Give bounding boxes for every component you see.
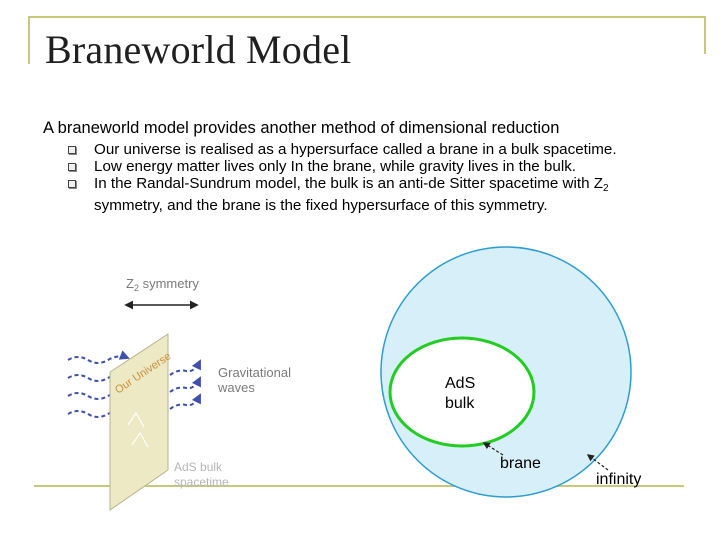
- gravitational-waves-right: [169, 359, 201, 410]
- brane-sheet-marks: [127, 411, 149, 448]
- bullet-list: Our universe is realised as a hypersurfa…: [68, 141, 708, 214]
- gravitational-label-2: waves: [217, 380, 255, 395]
- ads-bulk-label-1: AdS: [445, 375, 475, 392]
- frame-left-rule: [28, 16, 30, 64]
- ads-spacetime-label-1: AdS bulk: [174, 460, 223, 474]
- brane-loop: [388, 336, 536, 448]
- z2-symmetry-label: Z2 symmetry: [126, 276, 199, 293]
- ads-spacetime-label-2: spacetime: [174, 475, 229, 489]
- brane-label: brane: [500, 455, 541, 472]
- ads-bulk-label-2: bulk: [445, 395, 475, 412]
- bullet-item: Low energy matter lives only In the bran…: [68, 158, 708, 175]
- square-bullet-icon: [68, 180, 76, 188]
- infinity-label: infinity: [596, 471, 641, 488]
- bullet-item: Our universe is realised as a hypersurfa…: [68, 141, 708, 158]
- square-bullet-icon: [68, 163, 76, 171]
- bullet-item: In the Randal-Sundrum model, the bulk is…: [68, 175, 708, 214]
- gravitational-label-1: Gravitational: [218, 365, 291, 380]
- square-bullet-icon: [68, 146, 76, 154]
- intro-text: A braneworld model provides another meth…: [43, 119, 560, 137]
- frame-top-rule: [28, 16, 706, 18]
- brane-arrow: [482, 442, 504, 456]
- brane-sheet: [109, 333, 169, 511]
- frame-right-rule: [704, 16, 706, 54]
- frame-bottom-rule: [34, 485, 684, 487]
- infinity-arrow: [586, 454, 609, 471]
- slide-title: Braneworld Model: [45, 27, 352, 72]
